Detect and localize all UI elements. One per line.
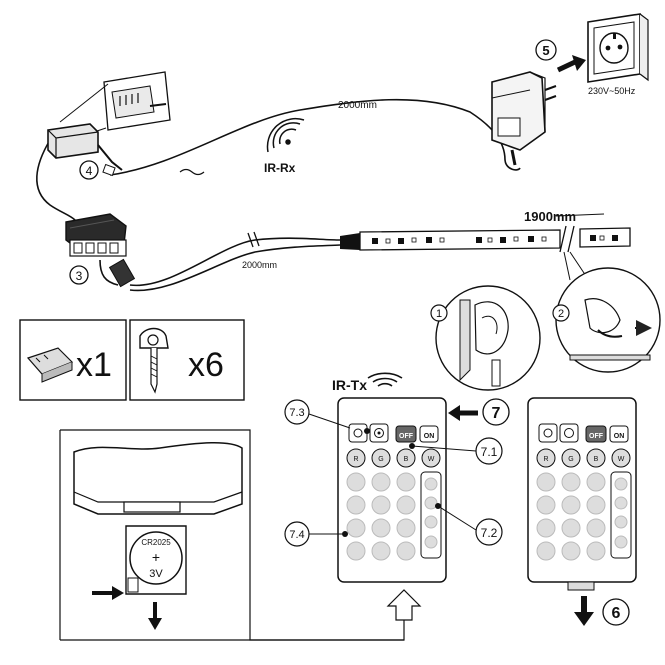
arrow-right-icon bbox=[556, 55, 586, 73]
step-5-badge: 5 bbox=[535, 39, 557, 61]
step-7-badge: 7 bbox=[482, 398, 510, 426]
step-7-4-label: 7.4 bbox=[289, 529, 304, 541]
clip-count: x6 bbox=[188, 346, 224, 384]
mode-column bbox=[420, 471, 442, 559]
battery-voltage: 3V bbox=[149, 568, 163, 580]
battery-section: CR2025 + 3V bbox=[59, 429, 405, 641]
on-button-label: ON bbox=[424, 433, 435, 440]
arrow-left-icon bbox=[448, 405, 478, 421]
step-1-badge: 1 bbox=[430, 304, 448, 322]
rgbw-row: R G B W bbox=[346, 448, 441, 468]
brightness-up-button[interactable] bbox=[369, 423, 389, 443]
off-button-label-2: OFF bbox=[589, 433, 604, 440]
on-button[interactable]: ON bbox=[419, 425, 439, 443]
mounting-step-2 bbox=[555, 267, 661, 373]
step-7-label: 7 bbox=[492, 405, 501, 422]
led-strip bbox=[340, 213, 631, 253]
step-4-badge: 4 bbox=[79, 160, 99, 180]
bottom-cable-length: 2000mm bbox=[242, 260, 277, 270]
transmitter-label: IR-Tx bbox=[332, 377, 367, 393]
receiver-count: x1 bbox=[76, 346, 112, 384]
step-7-3-label: 7.3 bbox=[289, 407, 304, 419]
red-button-label: R bbox=[353, 456, 358, 463]
splitter-connector bbox=[65, 213, 127, 257]
strip-plug bbox=[108, 258, 136, 288]
remote-control-secondary: OFF ON R G B W bbox=[527, 397, 637, 591]
brightness-down-button[interactable] bbox=[348, 423, 368, 443]
cable-break bbox=[247, 231, 260, 248]
wifi-signal-icon bbox=[367, 372, 403, 387]
mounting-step-1 bbox=[435, 285, 541, 391]
step-1-label: 1 bbox=[436, 308, 442, 320]
callout-7-4: 7.4 bbox=[284, 521, 348, 547]
wall-socket bbox=[587, 13, 649, 83]
receiver-label: IR-Rx bbox=[264, 161, 296, 175]
white-button-label-2: W bbox=[618, 456, 625, 463]
callout-7-1: 7.1 bbox=[409, 437, 503, 465]
step-3-badge: 3 bbox=[69, 265, 89, 285]
power-adapter bbox=[491, 71, 557, 166]
wifi-signal-icon bbox=[266, 117, 305, 153]
step-2-label: 2 bbox=[558, 308, 564, 320]
receiver-zoom-callout bbox=[59, 71, 171, 137]
step-7-1-label: 7.1 bbox=[481, 445, 498, 459]
green-button-label-2: G bbox=[568, 456, 573, 463]
callout-7-3: 7.3 bbox=[284, 399, 370, 434]
receiver-box bbox=[47, 123, 123, 177]
arrow-down-icon bbox=[574, 596, 594, 626]
step-4-label: 4 bbox=[86, 164, 93, 178]
color-grid bbox=[346, 472, 416, 561]
blue-button-label: B bbox=[404, 456, 409, 463]
battery-plus: + bbox=[152, 549, 160, 565]
top-cable-length: 2000mm bbox=[338, 100, 377, 111]
step-2-badge: 2 bbox=[552, 304, 570, 322]
arrow-up-outline bbox=[386, 589, 422, 621]
green-button-label: G bbox=[378, 456, 383, 463]
contents-receiver-box: x1 bbox=[19, 319, 127, 401]
off-button-label: OFF bbox=[399, 433, 414, 440]
blue-button-label-2: B bbox=[594, 456, 599, 463]
socket-voltage-label: 230V~50Hz bbox=[588, 86, 636, 96]
cables bbox=[36, 98, 521, 292]
step-6-label: 6 bbox=[612, 605, 621, 622]
step-7-2-label: 7.2 bbox=[481, 526, 498, 540]
on-button-label-2: ON bbox=[614, 433, 625, 440]
callout-7-2: 7.2 bbox=[435, 503, 503, 546]
red-button-label-2: R bbox=[543, 456, 548, 463]
battery-model: CR2025 bbox=[141, 538, 171, 547]
step-5-label: 5 bbox=[542, 43, 549, 58]
white-button-label: W bbox=[428, 456, 435, 463]
arrow-right-icon bbox=[92, 586, 124, 600]
contents-clip-box: x6 bbox=[129, 319, 245, 401]
off-button[interactable]: OFF bbox=[395, 425, 417, 443]
strip-length-label: 1900mm bbox=[524, 209, 576, 224]
step-6-badge: 6 bbox=[602, 598, 630, 626]
step-3-label: 3 bbox=[76, 269, 83, 283]
remote-control-main: OFF ON R G B W bbox=[337, 397, 447, 583]
arrow-down-icon bbox=[148, 602, 162, 630]
